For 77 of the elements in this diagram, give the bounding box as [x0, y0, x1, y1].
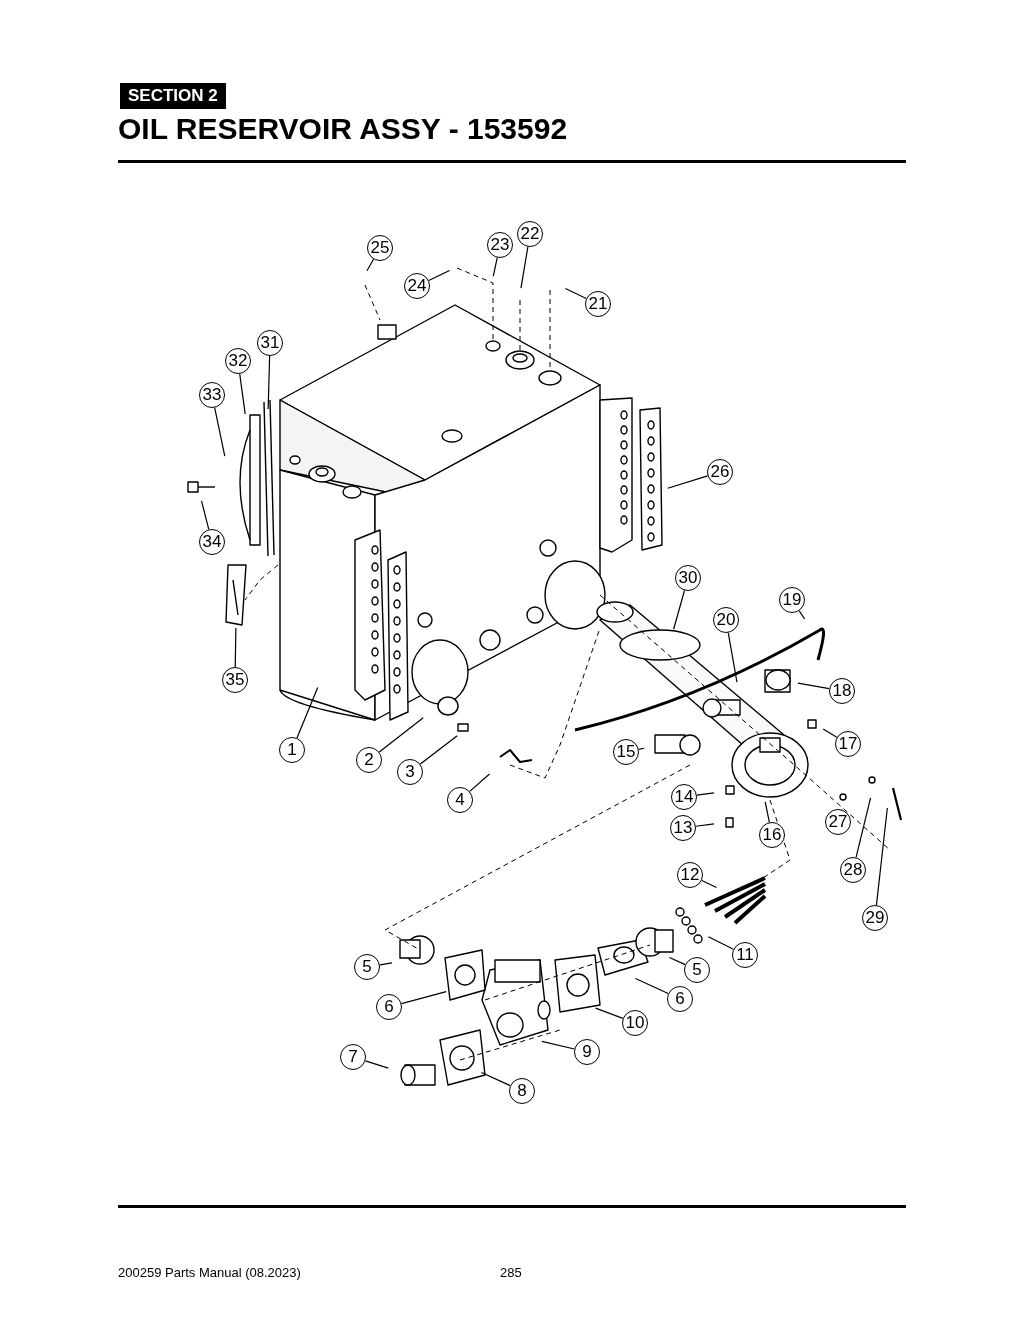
- callout-number: 22: [517, 221, 543, 247]
- callout-number: 8: [509, 1078, 535, 1104]
- leader-line: [707, 936, 734, 950]
- callout-number: 5: [354, 954, 380, 980]
- leader-line: [364, 1060, 389, 1069]
- leader-line: [695, 823, 715, 827]
- callout-number: 11: [732, 942, 758, 968]
- callout-number: 15: [613, 739, 639, 765]
- callout-number: 29: [862, 905, 888, 931]
- leader-line: [469, 773, 491, 792]
- callout-number: 14: [671, 784, 697, 810]
- callout-number: 35: [222, 667, 248, 693]
- leader-line: [366, 258, 375, 272]
- leader-line: [673, 589, 686, 630]
- leader-line: [595, 1007, 624, 1019]
- callout-number: 4: [447, 787, 473, 813]
- callout-number: 3: [397, 759, 423, 785]
- leader-line: [520, 246, 529, 289]
- footer-text: 200259 Parts Manual (08.2023): [118, 1265, 301, 1280]
- leader-line: [214, 407, 226, 457]
- leader-line: [428, 269, 451, 282]
- callout-number: 1: [279, 737, 305, 763]
- callout-number: 7: [340, 1044, 366, 1070]
- leader-line: [492, 257, 498, 277]
- callout-number: 23: [487, 232, 513, 258]
- footer-text: 285: [500, 1265, 522, 1280]
- leader-line: [419, 735, 458, 765]
- section-badge: SECTION 2: [120, 83, 226, 109]
- leader-line: [400, 990, 447, 1005]
- callout-number: 33: [199, 382, 225, 408]
- leader-line: [727, 632, 738, 683]
- leader-line: [564, 287, 587, 300]
- callout-number: 6: [667, 986, 693, 1012]
- leader-line: [638, 747, 645, 750]
- leader-line: [234, 627, 237, 668]
- leader-line: [822, 728, 838, 738]
- callout-number: 5: [684, 957, 710, 983]
- callout-number: 25: [367, 235, 393, 261]
- leader-line: [875, 807, 888, 906]
- leader-line: [200, 500, 210, 530]
- leader-line: [634, 977, 669, 995]
- callout-number: 2: [356, 747, 382, 773]
- callout-number: 31: [257, 330, 283, 356]
- callout-number: 32: [225, 348, 251, 374]
- callout-number: 28: [840, 857, 866, 883]
- leader-line: [797, 682, 830, 690]
- leader-line: [239, 373, 246, 415]
- callout-number: 20: [713, 607, 739, 633]
- leader-line: [379, 962, 393, 966]
- leader-line: [668, 956, 686, 966]
- callout-number: 27: [825, 809, 851, 835]
- page-title: OIL RESERVOIR ASSY - 153592: [118, 112, 568, 146]
- leader-line: [764, 801, 770, 823]
- callout-number: 13: [670, 815, 696, 841]
- callout-number: 19: [779, 587, 805, 613]
- leader-line: [696, 792, 715, 796]
- callout-number: 18: [829, 678, 855, 704]
- callout-number: 10: [622, 1010, 648, 1036]
- callout-number: 30: [675, 565, 701, 591]
- leader-line: [798, 610, 806, 620]
- leader-line: [541, 1040, 575, 1050]
- leader-line: [267, 355, 271, 410]
- callout-number: 17: [835, 731, 861, 757]
- callout-number: 9: [574, 1039, 600, 1065]
- leader-line: [378, 717, 424, 753]
- callout-number: 24: [404, 273, 430, 299]
- callout-number: 26: [707, 459, 733, 485]
- callout-number: 34: [199, 529, 225, 555]
- callout-number: 16: [759, 822, 785, 848]
- callout-number: 21: [585, 291, 611, 317]
- leader-line: [667, 475, 709, 489]
- callout-number: 12: [677, 862, 703, 888]
- callout-number: 6: [376, 994, 402, 1020]
- leader-line: [855, 797, 872, 858]
- leader-line: [296, 686, 319, 739]
- leader-line: [480, 1071, 511, 1087]
- leader-line: [701, 879, 718, 889]
